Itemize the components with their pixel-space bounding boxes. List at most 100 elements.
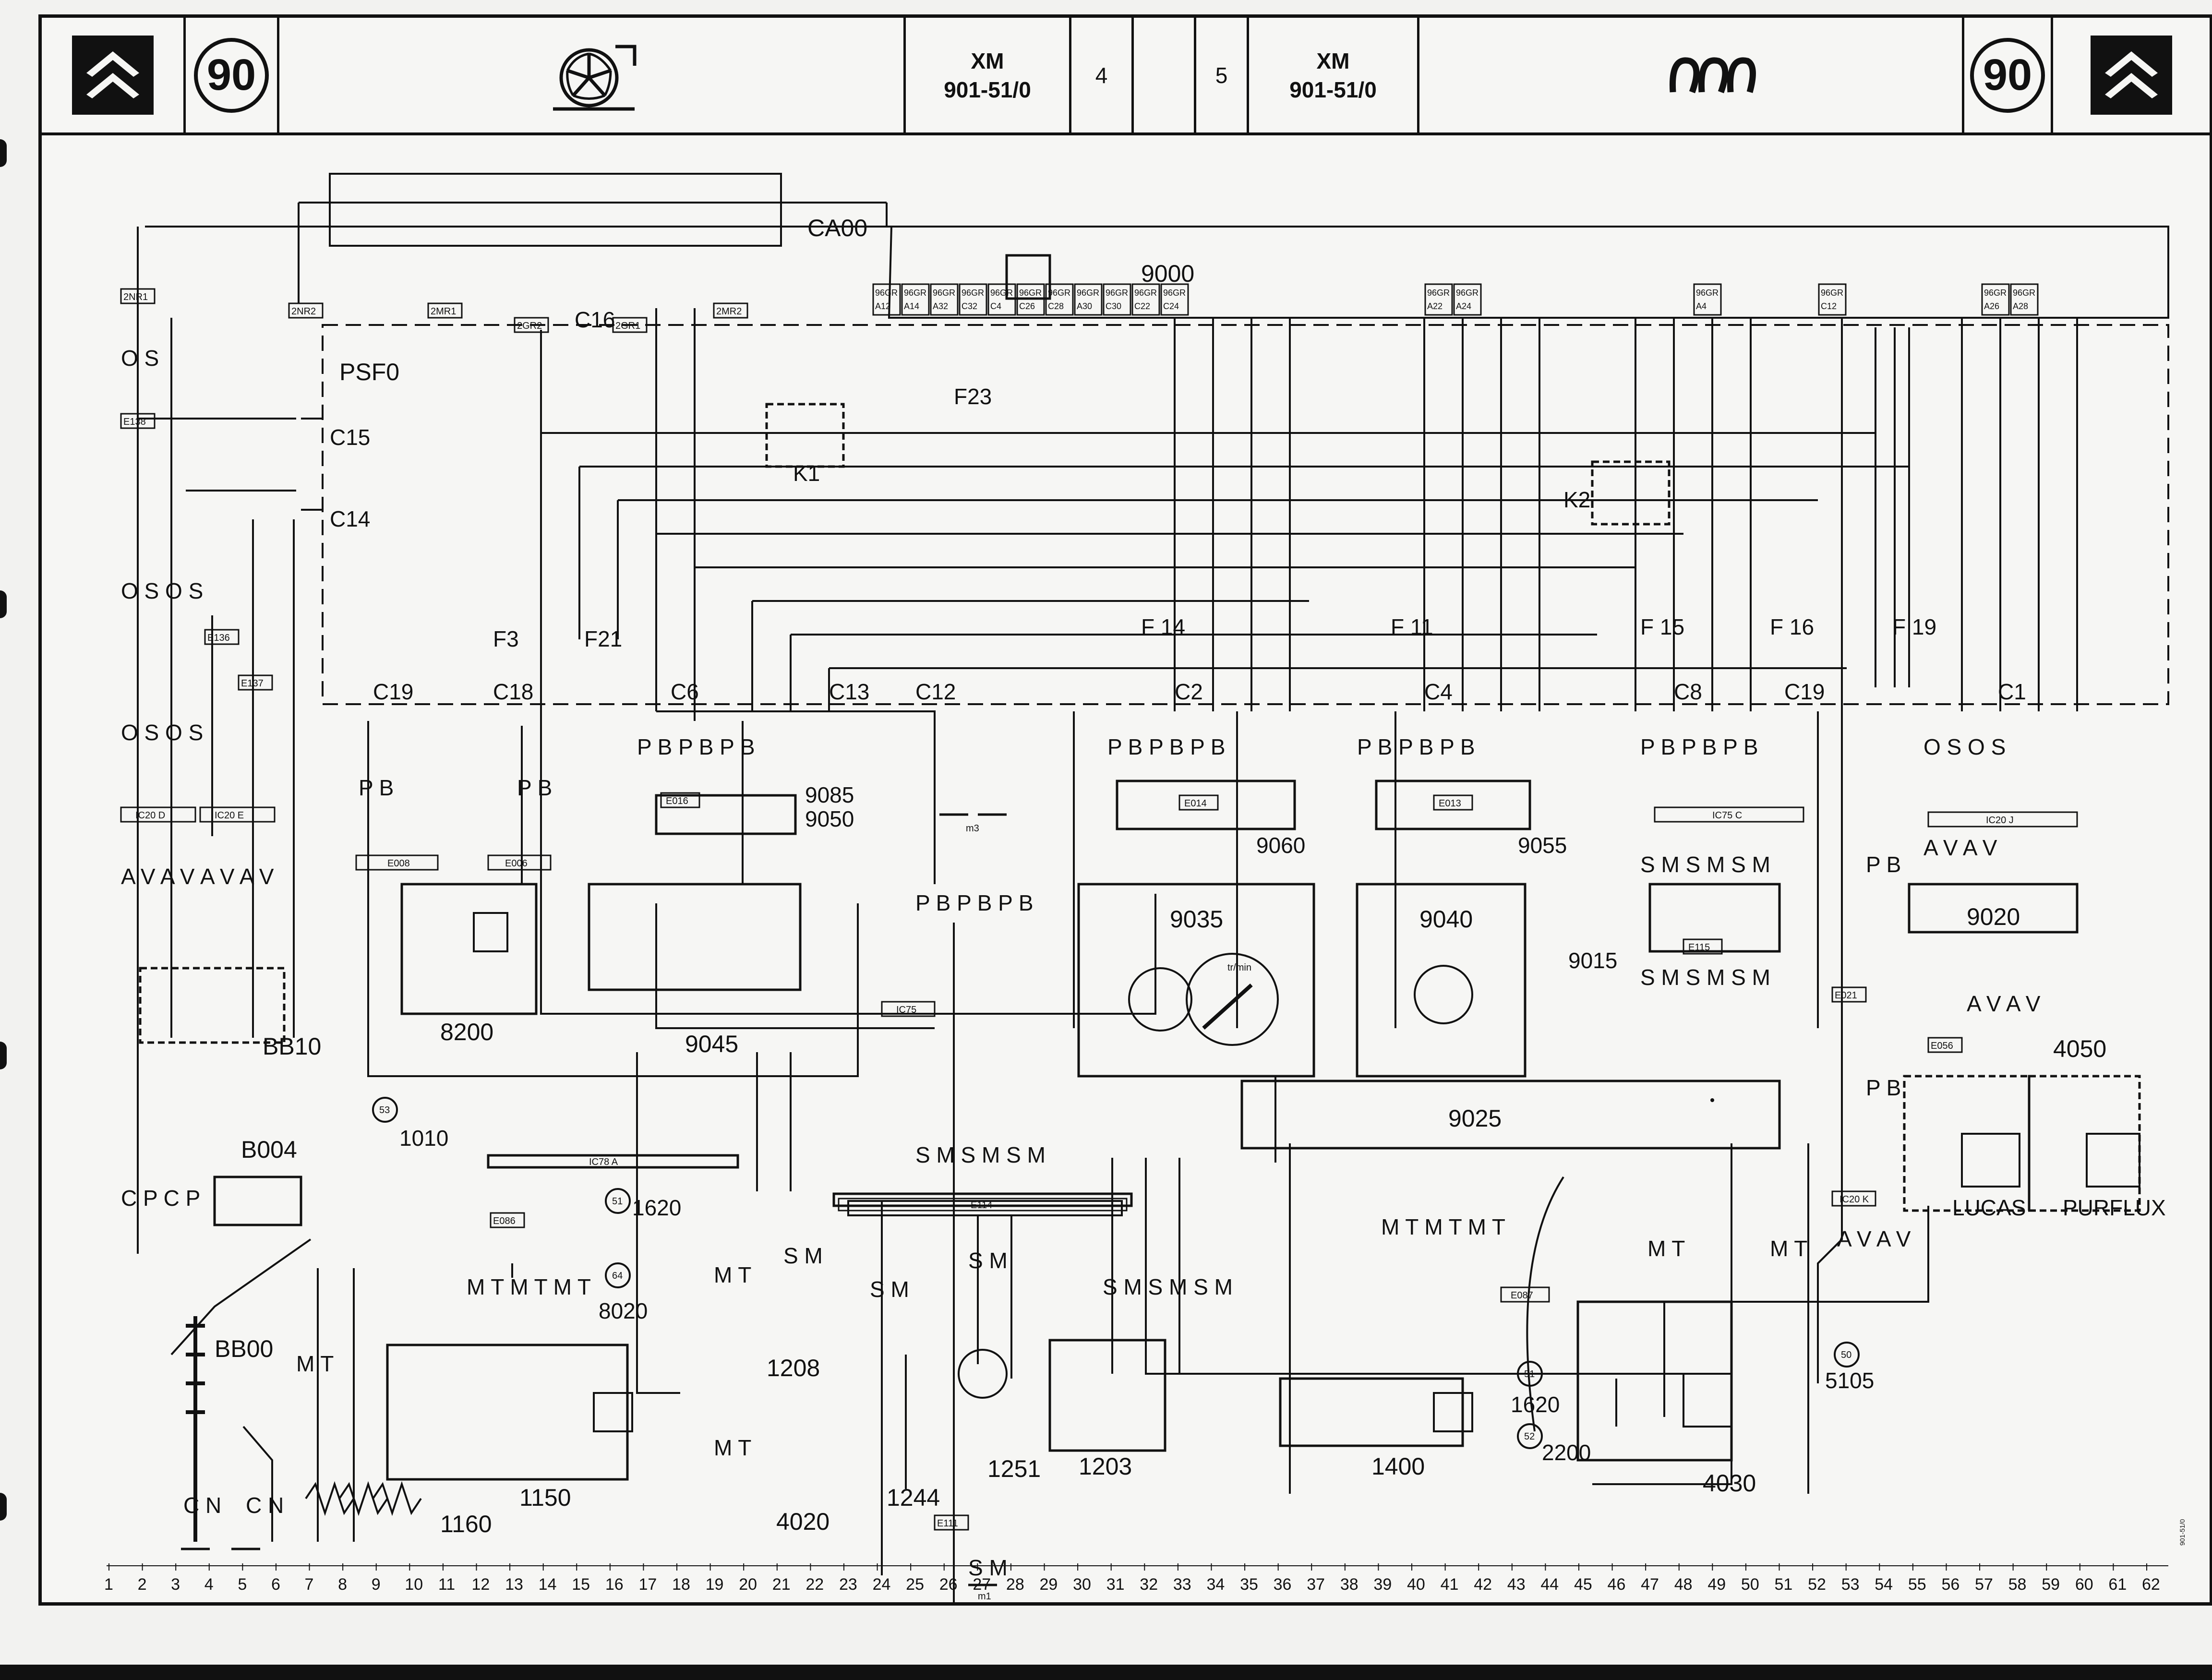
wire-code-avav-4: A V A V [1967, 991, 2041, 1016]
e114-bus-bar [832, 1192, 1133, 1207]
circle-64: 64 [612, 1271, 623, 1281]
label-c1: C1 [1998, 679, 2026, 704]
ecu-pin-box [901, 283, 930, 316]
conn-ic20j: IC20 J [1986, 815, 2014, 826]
logo-cell [42, 18, 186, 132]
ruler-number: 2 [138, 1575, 147, 1594]
wire-code-smsmsm-2: S M S M S M [1640, 965, 1770, 990]
binder-hole [0, 590, 7, 618]
label-f23: F23 [954, 384, 992, 409]
ecu-pin-label: A22 [1427, 301, 1443, 311]
ecu-pin-label: A14 [904, 301, 919, 311]
ecu-pin-label: 96GR [1696, 288, 1719, 298]
label-f3: F3 [493, 626, 519, 651]
label-c16: C16 [575, 307, 615, 332]
e013-splice-box [1375, 780, 1531, 830]
label-tr-min: tr/min [1227, 962, 1251, 973]
circle-51b: 51 [1524, 1369, 1535, 1380]
wire-code-sm-1: S M [870, 1277, 909, 1302]
conn-2gr2: 2GR2 [517, 321, 542, 331]
section-badge-cell: 90 [186, 18, 279, 132]
wire-code-sm-4: S M [783, 1243, 823, 1268]
ecu-pin-box [1016, 283, 1045, 316]
ecu-pin-box [1818, 283, 1847, 316]
wire-code-pbpb-2: P B P B P B [1107, 734, 1226, 759]
component-9045-box [588, 883, 802, 991]
ruler-number: 41 [1441, 1575, 1459, 1594]
conn-e021: E021 [1835, 990, 1857, 1001]
conn-e013: E013 [1439, 798, 1461, 809]
ecu-pin-label: 96GR [1019, 288, 1042, 298]
ruler-number: 11 [438, 1575, 455, 1594]
component-9015-box [1648, 883, 1781, 953]
ruler-number: 31 [1106, 1575, 1125, 1594]
conn-e136: E136 [207, 633, 230, 643]
conn-2mr1: 2MR1 [431, 306, 456, 317]
ruler-number: 40 [1407, 1575, 1425, 1594]
glow-plugs-1160-icon [305, 1481, 422, 1516]
ruler-number: 18 [672, 1575, 690, 1594]
icon-8200-keypad-icon [473, 912, 508, 952]
tachometer-icon [1186, 953, 1279, 1046]
conn-ic20k: IC20 K [1839, 1194, 1869, 1205]
wire-code-smsm-1: S M S M S M [915, 1142, 1046, 1167]
ruler-number: 62 [2142, 1575, 2160, 1594]
component-9025-box [1240, 1080, 1781, 1150]
ruler-number: 19 [706, 1575, 724, 1594]
ecu-chip-icon [1005, 254, 1051, 300]
label-f19: F 19 [1892, 614, 1936, 639]
ecu-pin-label: 96GR [1427, 288, 1450, 298]
ecu-pin-label: 96GR [1106, 288, 1128, 298]
conn-2mr2: 2MR2 [716, 306, 742, 317]
label-1203: 1203 [1079, 1453, 1132, 1480]
relay-k1-box [765, 403, 845, 468]
label-5105: 5105 [1825, 1368, 1874, 1393]
right-badge-cell: 90 [1962, 18, 2051, 132]
label-1620a: 1620 [632, 1195, 681, 1220]
ruler-number: 60 [2075, 1575, 2093, 1594]
conn-e114: E114 [971, 1200, 992, 1211]
ruler-number: 16 [605, 1575, 624, 1594]
citroen-chevron-logo-right [2091, 36, 2172, 115]
label-ca00: CA00 [807, 215, 867, 241]
ruler-number: 17 [638, 1575, 657, 1594]
conn-ic20e: IC20 E [215, 810, 244, 821]
right-model: XM [1316, 48, 1350, 73]
preheat-glow-plug-icon [1669, 57, 1756, 93]
lucas-sensor-icon [1961, 1133, 2020, 1188]
schematic-frame: 90 XM 901-51/0 4 5 XM 901-51/0 [38, 14, 2212, 1606]
ruler-number: 21 [772, 1575, 791, 1594]
label-bb00: BB00 [215, 1335, 273, 1362]
label-9025: 9025 [1448, 1105, 1502, 1132]
label-1150: 1150 [519, 1484, 571, 1511]
conn-ic75c: IC75 C [1712, 810, 1742, 821]
conn-e056: E056 [1931, 1041, 1953, 1051]
ecu-pin-label: A28 [2013, 301, 2028, 311]
conn-ic20d: IC20 D [135, 810, 165, 821]
label-c13: C13 [829, 679, 869, 704]
wire-code-avav-2: A V A V [200, 864, 274, 889]
wiring-diagram: CA00 9000 PSF0 C16 C15 C14 K1 K2 F23 F3 … [104, 173, 2169, 1606]
ruler-number: 28 [1006, 1575, 1024, 1594]
wire-code-osos-3: O S O S [1923, 734, 2006, 759]
left-doc-ref: XM 901-51/0 [906, 18, 1071, 132]
ecu-pin-label: C26 [1019, 301, 1035, 311]
label-4050: 4050 [2053, 1035, 2106, 1062]
ruler-number: 46 [1608, 1575, 1626, 1594]
label-m1: m1 [978, 1591, 991, 1602]
wire-code-mt-1: M T [296, 1351, 334, 1376]
wire-code-mt-3: M T [714, 1435, 751, 1460]
label-1251: 1251 [987, 1455, 1041, 1482]
label-c4: C4 [1424, 679, 1453, 704]
ecu-pin-label: C22 [1134, 301, 1150, 311]
right-page-number: 5 [1215, 62, 1228, 88]
ruler-number: 53 [1841, 1575, 1860, 1594]
ruler-number: 25 [906, 1575, 924, 1594]
ecu-pin-label: 96GR [990, 288, 1013, 298]
label-m3: m3 [966, 823, 979, 834]
component-4030-box [1576, 1300, 1733, 1462]
ic78a-bar [487, 1154, 739, 1169]
conn-e137: E137 [241, 678, 264, 689]
wire-code-mtmt-2: M T M T M T [1381, 1214, 1505, 1239]
